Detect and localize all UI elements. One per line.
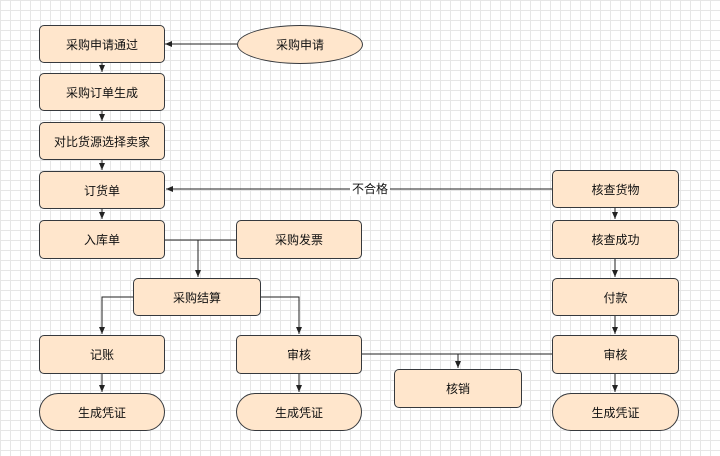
node-purchase-request-approved[interactable]: 采购申请通过 xyxy=(39,25,165,63)
node-inspect-goods[interactable]: 核查货物 xyxy=(552,170,679,208)
node-compare-suppliers[interactable]: 对比货源选择卖家 xyxy=(39,122,165,160)
node-generate-voucher-right[interactable]: 生成凭证 xyxy=(552,393,679,431)
node-purchase-settlement[interactable]: 采购结算 xyxy=(133,278,261,316)
node-purchase-request[interactable]: 采购申请 xyxy=(237,25,363,64)
node-inspection-passed[interactable]: 核查成功 xyxy=(552,220,679,259)
node-generate-voucher-middle[interactable]: 生成凭证 xyxy=(236,393,362,431)
edge-settlement-to-record xyxy=(99,296,133,334)
node-bookkeeping[interactable]: 记账 xyxy=(39,335,165,374)
edge-settlement-to-audit xyxy=(261,296,302,334)
edge-label-reject: 不合格 xyxy=(350,182,391,196)
node-generate-voucher-left[interactable]: 生成凭证 xyxy=(39,393,165,431)
node-storage-receipt[interactable]: 入库单 xyxy=(39,220,165,259)
node-audit-middle[interactable]: 审核 xyxy=(236,335,362,374)
node-audit-right[interactable]: 审核 xyxy=(552,335,679,374)
node-payment[interactable]: 付款 xyxy=(552,278,679,316)
node-write-off[interactable]: 核销 xyxy=(394,369,522,408)
node-purchase-invoice[interactable]: 采购发票 xyxy=(236,220,362,259)
node-purchase-order[interactable]: 订货单 xyxy=(39,171,165,209)
node-purchase-order-created[interactable]: 采购订单生成 xyxy=(39,73,165,111)
